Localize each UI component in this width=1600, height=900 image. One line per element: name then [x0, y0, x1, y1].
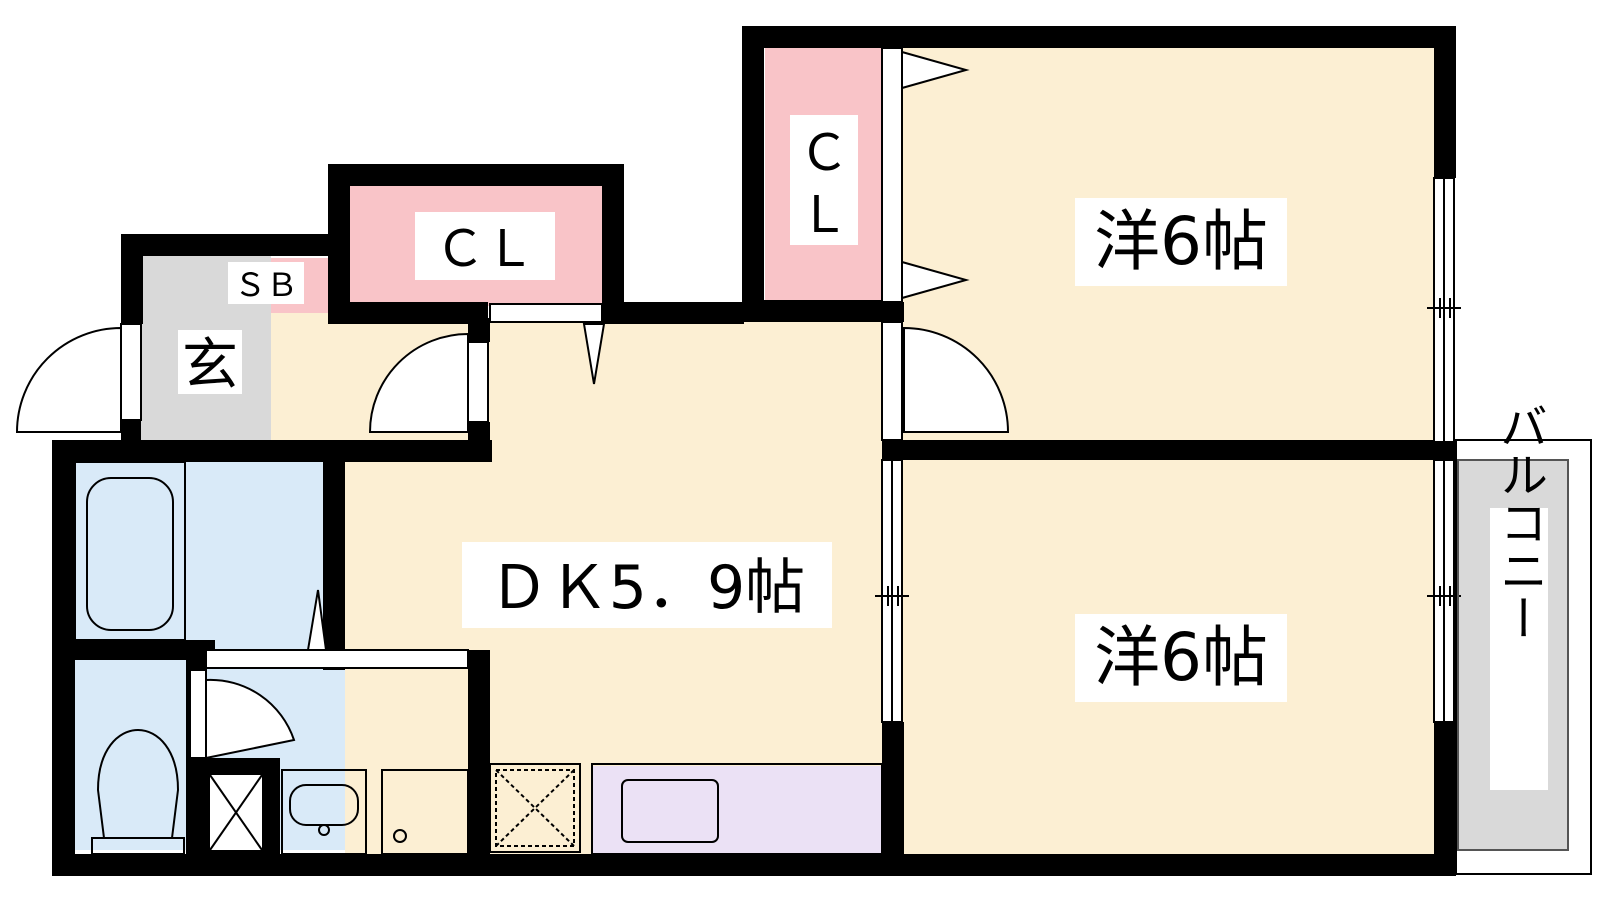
fridge-space	[489, 763, 581, 853]
washing-machine-space	[381, 769, 469, 855]
closet-mid-label: ＣＬ	[435, 220, 535, 278]
doors	[15, 326, 1010, 760]
closet-top-label-c: Ｃ	[799, 124, 849, 182]
western-room-top-label: 洋6帖	[1094, 203, 1268, 280]
walls	[52, 26, 1456, 876]
western-room-bottom-label: 洋6帖	[1094, 619, 1268, 696]
closet-top-label-l: Ｌ	[799, 186, 849, 244]
dining-kitchen-label: ＤＫ5．9帖	[489, 553, 805, 623]
balcony-frame	[1455, 439, 1592, 875]
shoe-box-label: ＳＢ	[234, 266, 298, 304]
entrance-label: 玄	[182, 333, 238, 398]
balcony-label: バルコニー	[1491, 402, 1547, 642]
kitchen-counter	[591, 763, 883, 855]
windows	[120, 47, 1455, 759]
sliding-markers	[306, 50, 970, 651]
toilet	[91, 729, 185, 855]
washbasin	[281, 769, 367, 855]
